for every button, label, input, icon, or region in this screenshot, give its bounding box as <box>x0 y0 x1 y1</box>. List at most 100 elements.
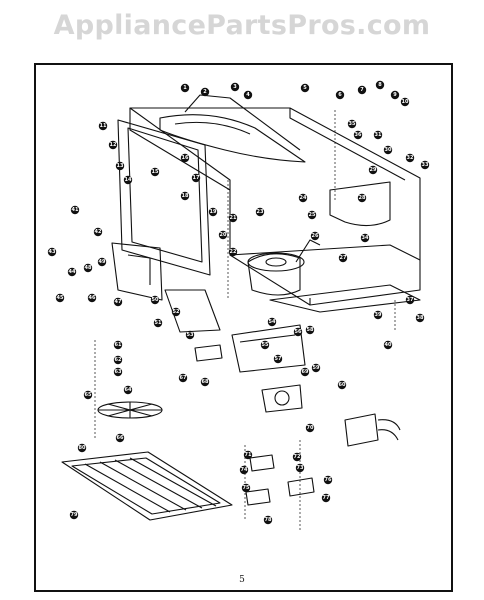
callout-67: 67 <box>178 373 188 383</box>
callout-number: 17 <box>193 175 200 181</box>
callout-40: 40 <box>383 340 393 350</box>
callout-number: 30 <box>385 147 392 153</box>
callout-number: 20 <box>220 232 227 238</box>
callout-marker <box>228 247 238 257</box>
callout-25: 25 <box>307 210 317 220</box>
callout-marker <box>368 165 378 175</box>
callout-marker <box>263 515 273 525</box>
callout-15: 15 <box>150 167 160 177</box>
callout-marker <box>383 340 393 350</box>
callout-marker <box>150 295 160 305</box>
callout-marker <box>335 90 345 100</box>
callout-72: 72 <box>292 452 302 462</box>
callout-number: 66 <box>117 435 124 441</box>
callout-number: 69 <box>302 369 309 375</box>
callout-number: 56 <box>295 329 302 335</box>
callout-45: 45 <box>55 293 65 303</box>
callout-number: 18 <box>182 193 189 199</box>
callout-79: 79 <box>69 510 79 520</box>
callout-marker <box>255 207 265 217</box>
callout-74: 74 <box>239 465 249 475</box>
callout-marker <box>293 327 303 337</box>
callout-marker <box>243 90 253 100</box>
callout-2: 2 <box>200 87 210 97</box>
callout-number: 73 <box>297 465 304 471</box>
callout-5: 5 <box>300 83 310 93</box>
callout-marker <box>208 207 218 217</box>
switch-parts <box>194 344 315 506</box>
callout-31: 31 <box>373 130 383 140</box>
callout-44: 44 <box>67 267 77 277</box>
callout-number: 55 <box>262 342 269 348</box>
callout-marker <box>375 80 385 90</box>
callout-6: 6 <box>335 90 345 100</box>
callout-number: 13 <box>117 163 124 169</box>
callout-marker <box>415 313 425 323</box>
callout-55: 55 <box>260 340 270 350</box>
callout-marker <box>230 82 240 92</box>
callout-53: 53 <box>185 330 195 340</box>
callout-marker <box>87 293 97 303</box>
diagram-frame <box>34 63 453 592</box>
callout-27: 27 <box>338 253 348 263</box>
callout-39: 39 <box>373 310 383 320</box>
callout-marker <box>98 121 108 131</box>
callout-69: 69 <box>300 367 310 377</box>
callout-marker <box>383 145 393 155</box>
callout-35: 35 <box>347 119 357 129</box>
callout-number: 70 <box>307 425 314 431</box>
callout-38: 38 <box>415 313 425 323</box>
callout-marker <box>77 443 87 453</box>
waveguide <box>159 94 306 163</box>
callout-layer: 1234567891011121314151617181920212223242… <box>47 80 430 525</box>
callout-marker <box>357 85 367 95</box>
callout-marker <box>70 205 80 215</box>
callout-marker <box>310 231 320 241</box>
callout-number: 8 <box>378 82 382 88</box>
callout-number: 65 <box>85 392 92 398</box>
callout-number: 16 <box>182 155 189 161</box>
latch-bracket <box>111 242 221 333</box>
callout-63: 63 <box>113 367 123 377</box>
callout-marker <box>400 97 410 107</box>
callout-78: 78 <box>263 515 273 525</box>
callout-20: 20 <box>218 230 228 240</box>
callout-36: 36 <box>353 130 363 140</box>
callout-3: 3 <box>230 82 240 92</box>
callout-marker <box>353 130 363 140</box>
callout-marker <box>323 475 333 485</box>
callout-number: 14 <box>125 177 132 183</box>
wiring-harness <box>344 413 401 447</box>
callout-number: 31 <box>375 132 382 138</box>
callout-marker <box>47 247 57 257</box>
callout-marker <box>108 140 118 150</box>
callout-66: 66 <box>115 433 125 443</box>
callout-marker <box>390 90 400 100</box>
callout-number: 44 <box>69 269 76 275</box>
callout-marker <box>113 367 123 377</box>
callout-18: 18 <box>180 191 190 201</box>
base-plate <box>269 284 421 313</box>
callout-marker <box>360 233 370 243</box>
callout-marker <box>153 318 163 328</box>
callout-marker <box>113 297 123 307</box>
callout-number: 57 <box>275 356 282 362</box>
callout-marker <box>55 293 65 303</box>
callout-number: 6 <box>338 92 342 98</box>
callout-number: 38 <box>417 315 424 321</box>
callout-marker <box>373 310 383 320</box>
callout-marker <box>178 373 188 383</box>
callout-number: 2 <box>203 89 207 95</box>
callout-37: 37 <box>405 295 415 305</box>
callout-52: 52 <box>171 307 181 317</box>
callout-12: 12 <box>108 140 118 150</box>
callout-number: 50 <box>152 297 159 303</box>
callout-number: 72 <box>294 454 301 460</box>
callout-43: 43 <box>47 247 57 257</box>
callout-1: 1 <box>180 83 190 93</box>
callout-marker <box>115 161 125 171</box>
callout-marker <box>260 340 270 350</box>
callout-marker <box>185 330 195 340</box>
callout-56: 56 <box>293 327 303 337</box>
callout-number: 75 <box>243 485 250 491</box>
